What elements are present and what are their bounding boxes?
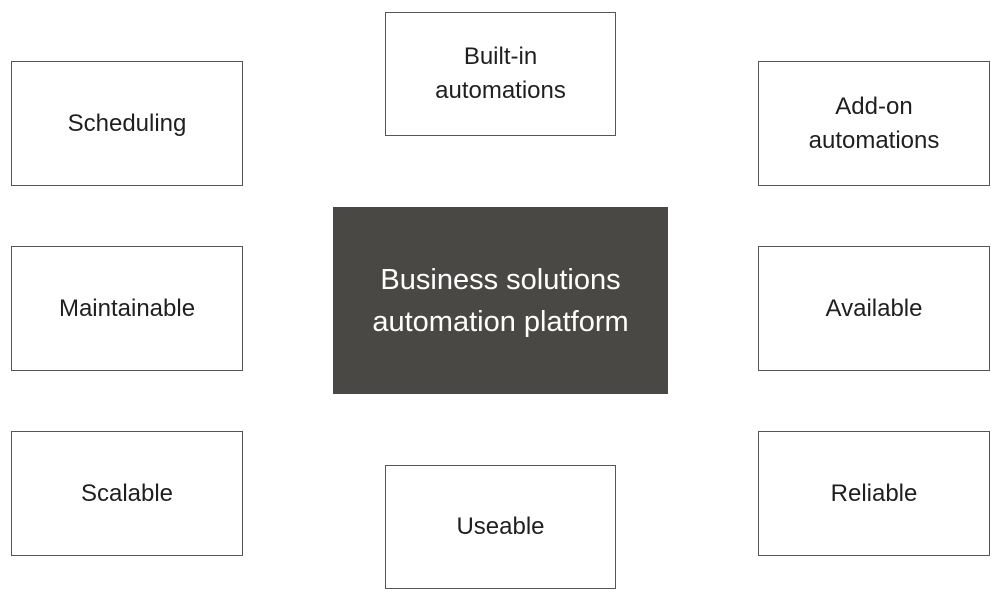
node-scalable: Scalable: [11, 431, 243, 556]
center-node-platform: Business solutions automation platform: [333, 207, 668, 394]
node-label-scheduling: Scheduling: [67, 109, 187, 137]
node-reliable: Reliable: [758, 431, 990, 556]
node-available: Available: [758, 246, 990, 371]
node-label-add-on-automations: Add-on automations: [808, 92, 940, 154]
node-label-maintainable: Maintainable: [58, 294, 196, 322]
node-label-useable: Useable: [456, 513, 545, 540]
node-add-on-automations: Add-on automations: [758, 61, 990, 186]
node-built-in-automations: Built-in automations: [385, 12, 616, 136]
node-scheduling: Scheduling: [11, 61, 243, 186]
node-label-reliable: Reliable: [830, 479, 918, 507]
node-label-built-in-automations: Built-in automations: [435, 43, 566, 104]
node-label-available: Available: [825, 294, 923, 322]
center-node-label: Business solutions automation platform: [372, 263, 629, 338]
node-maintainable: Maintainable: [11, 246, 243, 371]
node-label-scalable: Scalable: [80, 479, 174, 507]
node-useable: Useable: [385, 465, 616, 589]
